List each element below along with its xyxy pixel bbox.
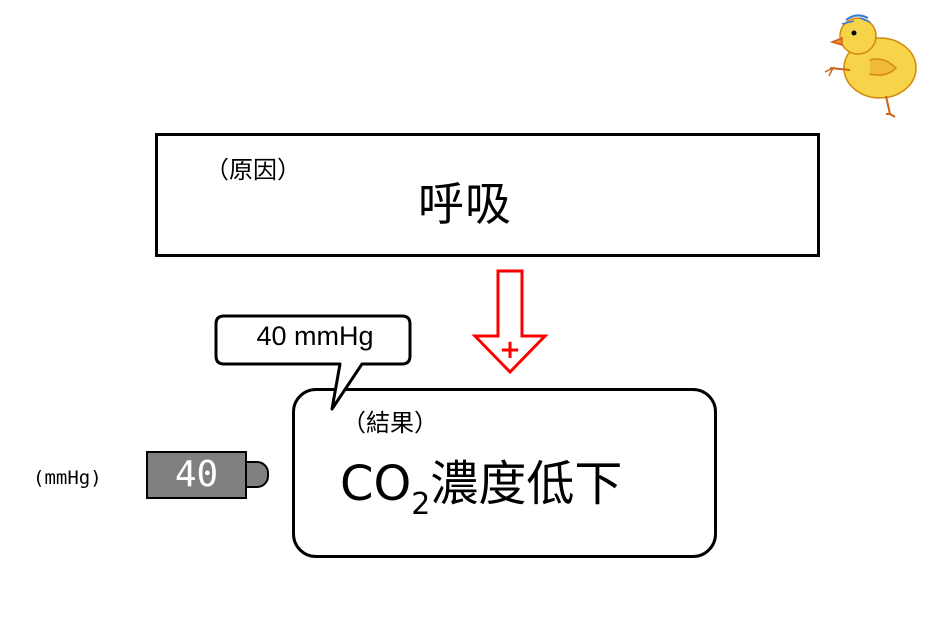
gauge-tip bbox=[245, 461, 269, 488]
cause-tag: （原因） bbox=[205, 156, 301, 184]
result-suffix: 濃度低下 bbox=[430, 456, 623, 512]
cause-box bbox=[155, 133, 820, 257]
unit-label: (mmHg) bbox=[33, 467, 102, 489]
result-tag: （結果） bbox=[342, 409, 438, 437]
chick-icon bbox=[824, 14, 917, 118]
result-box bbox=[292, 388, 717, 558]
plus-sign: + bbox=[499, 335, 521, 365]
gauge-value: 40 bbox=[174, 454, 219, 495]
cause-text: 呼吸 bbox=[418, 177, 512, 231]
result-prefix: CO bbox=[340, 456, 412, 512]
gauge-body bbox=[146, 451, 247, 499]
result-subscript: 2 bbox=[411, 487, 431, 522]
callout-text: 40 mmHg bbox=[256, 321, 374, 351]
callout-bubble bbox=[214, 314, 412, 411]
down-arrow-icon: + bbox=[471, 269, 549, 375]
result-text: CO2濃度低下 bbox=[340, 444, 623, 522]
